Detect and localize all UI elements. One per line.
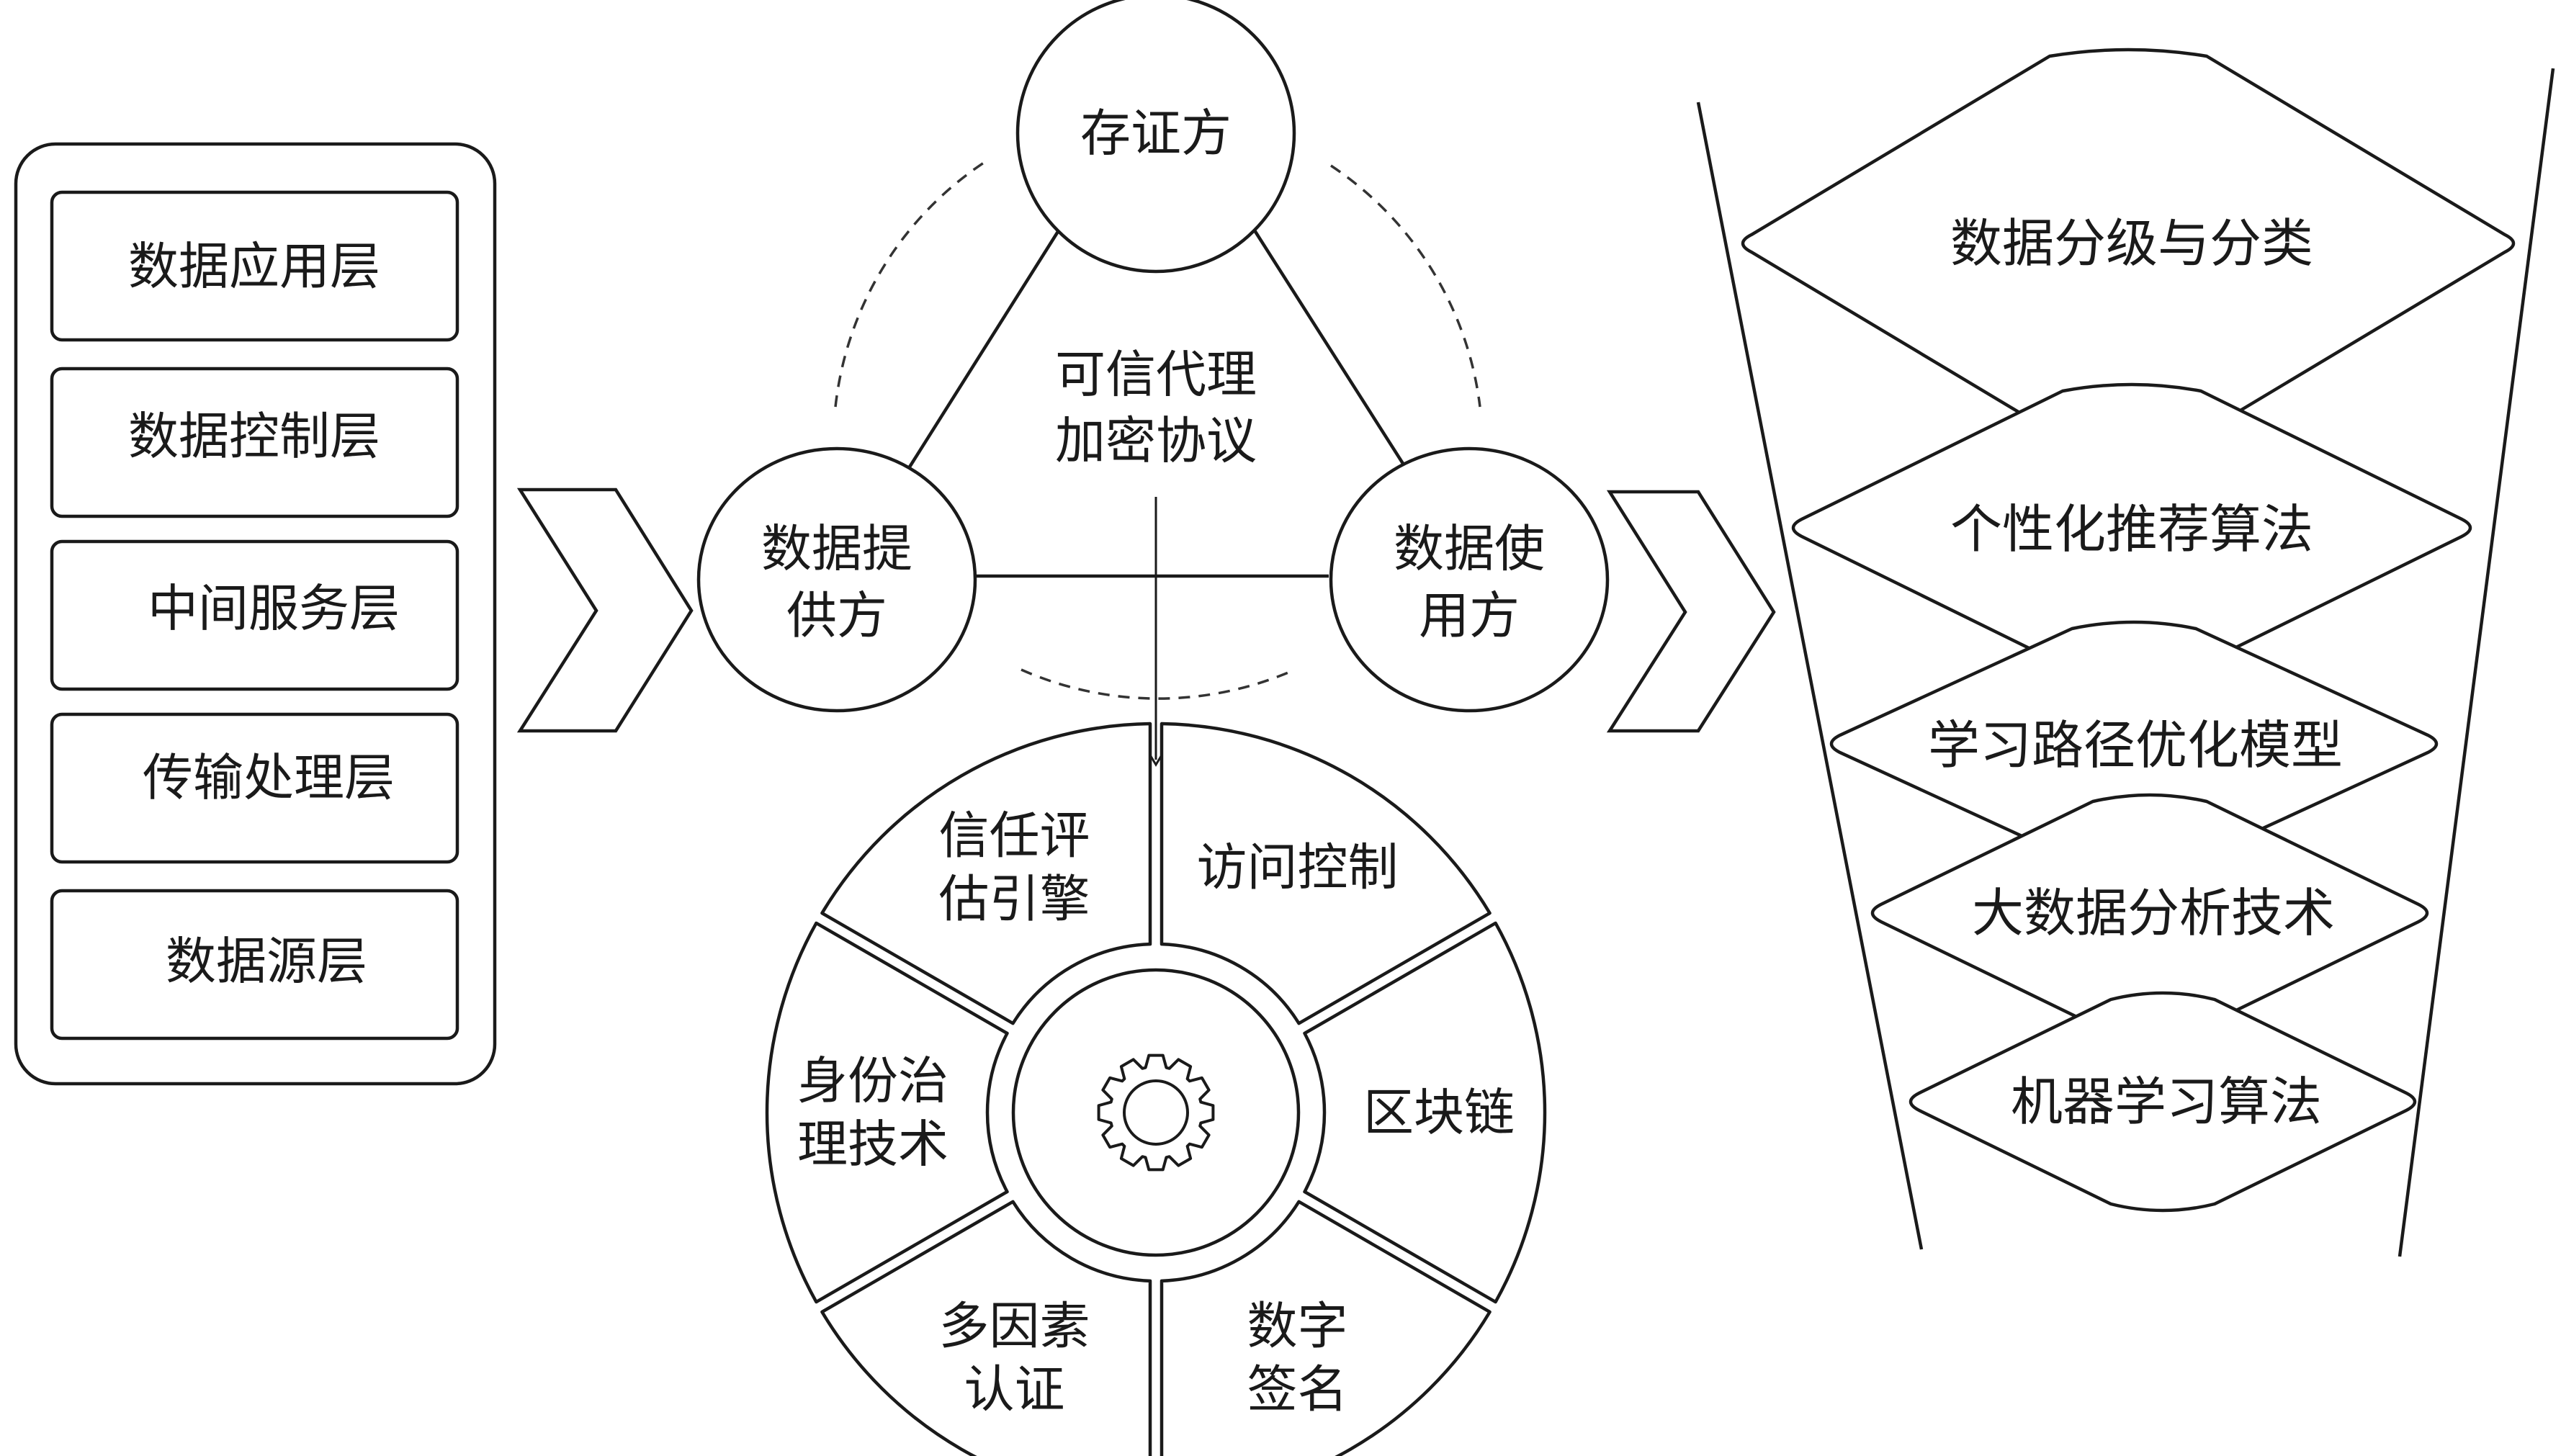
wheel-segment-label: 签名: [1247, 1360, 1348, 1419]
wheel-segment-label: 数字: [1247, 1296, 1348, 1355]
layer-middleware-service: 中间服务层: [50, 539, 459, 691]
wheel-segment-label: 认证: [964, 1360, 1065, 1419]
node-label-line1: 数据提: [761, 519, 912, 578]
funnel-tier-shape: [1870, 793, 2429, 1033]
center-label-line1: 可信代理: [1055, 345, 1257, 404]
layer-stack: 数据应用层 数据控制层 中间服务层 传输处理层 数据源层: [14, 142, 497, 1086]
funnel-tier-shape: [1829, 620, 2439, 868]
wheel-segment-blockchain: 区块链: [1303, 921, 1547, 1304]
dashed-arc-bottom: [1021, 668, 1296, 700]
node-data-provider: 数据提 供方: [696, 446, 977, 713]
layer-label: 中间服务层: [148, 579, 400, 638]
flow-chevron-2: [1606, 490, 1776, 733]
funnel-tier-5: 机器学习算法: [1909, 991, 2417, 1213]
edge-top-right: [1253, 229, 1407, 469]
wheel-segment-access-control: 访问控制: [1160, 722, 1492, 1025]
dashed-arc-left: [834, 158, 989, 408]
wheel-segment-label: 身份治: [797, 1051, 948, 1110]
wheel-segment-label: 区块链: [1363, 1083, 1515, 1142]
funnel-tier-label: 大数据分析技术: [1972, 883, 2335, 943]
flow-chevron-1: [516, 487, 694, 733]
wheel-segment-shape: [1160, 1200, 1492, 1456]
layer-label: 数据源层: [166, 932, 367, 991]
wheel-segment-shape: [1303, 921, 1547, 1304]
node-evidence-party: 存证方: [1015, 0, 1296, 274]
funnel-right-edge: [2398, 68, 2555, 1257]
wheel-hub: [1011, 968, 1301, 1257]
wheel-segment-label: 估引擎: [939, 870, 1090, 929]
trust-triangle: 存证方 数据提 供方 数据使 用方 可信代理 加密协议: [696, 0, 1610, 767]
funnel-tier-label: 学习路径优化模型: [1928, 715, 2343, 776]
wheel-segment-shape: [820, 722, 1152, 1025]
node-label-line1: 数据使: [1394, 519, 1545, 578]
wheel-segment-label: 信任评: [939, 806, 1090, 866]
funnel-tier-4: 大数据分析技术: [1870, 793, 2429, 1033]
funnel-tier-1: 数据分级与分类: [1741, 48, 2516, 439]
layer-data-application: 数据应用层: [50, 190, 459, 342]
funnel-left-edge: [1696, 102, 1924, 1250]
layer-label: 数据应用层: [128, 237, 380, 296]
center-label-line2: 加密协议: [1055, 411, 1257, 470]
funnel-tier-shape: [1741, 48, 2516, 439]
wheel-segment-label: 理技术: [797, 1115, 948, 1174]
funnel-tier-2: 个性化推荐算法: [1791, 382, 2472, 673]
layer-data-control: 数据控制层: [50, 367, 459, 518]
wheel-segment-shape: [820, 1200, 1152, 1456]
funnel-tier-3: 学习路径优化模型: [1829, 620, 2439, 868]
layer-label: 传输处理层: [143, 748, 395, 807]
funnel-tier-label: 机器学习算法: [2011, 1071, 2322, 1132]
funnel-tier-shape: [1791, 382, 2472, 673]
funnel-tier-label: 数据分级与分类: [1950, 213, 2313, 274]
node-label: 存证方: [1080, 104, 1232, 163]
funnel-tier-shape: [1909, 991, 2417, 1213]
dashed-arc-right: [1330, 164, 1481, 408]
node-data-user: 数据使 用方: [1329, 446, 1610, 713]
funnel-tier-label: 个性化推荐算法: [1950, 499, 2313, 560]
node-label-line2: 供方: [786, 586, 887, 645]
layer-data-source: 数据源层: [50, 889, 459, 1041]
wheel-segment-shape: [765, 921, 1009, 1304]
node-label-line2: 用方: [1419, 586, 1520, 645]
wheel-segment-shape: [1160, 722, 1492, 1025]
layer-label: 数据控制层: [128, 407, 380, 466]
wheel-segment-label: 多因素: [939, 1296, 1090, 1355]
layer-transmission-processing: 传输处理层: [50, 712, 459, 864]
gear-icon: [1097, 1053, 1215, 1172]
edge-top-left: [907, 229, 1060, 469]
wheel-segment-label: 访问控制: [1197, 838, 1399, 897]
